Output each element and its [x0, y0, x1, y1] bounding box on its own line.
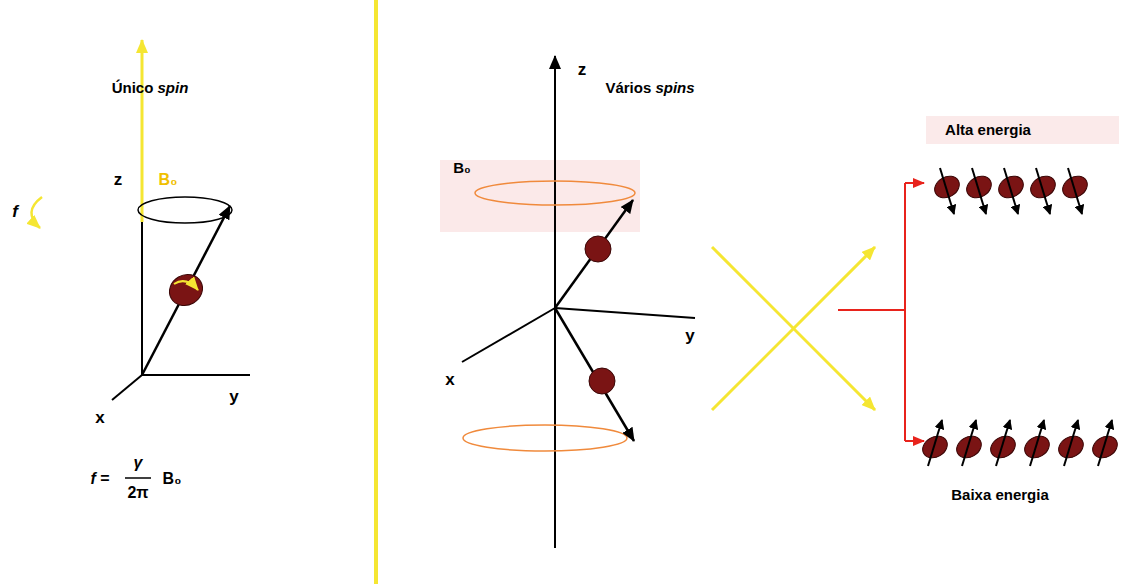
x-axis — [112, 375, 142, 400]
precession-orbit — [138, 197, 232, 223]
label-band — [926, 116, 1119, 144]
spin-arrow — [1098, 420, 1112, 466]
field-label: B₀ — [159, 171, 178, 189]
bracket-arrow — [905, 440, 924, 442]
spin-particle — [987, 432, 1020, 462]
axis-label: x — [95, 409, 104, 428]
spin-particle — [585, 236, 611, 262]
axis-label: z — [114, 171, 123, 190]
spin-glyph — [1055, 420, 1088, 466]
axis-label: y — [229, 388, 238, 407]
spin-particle — [1055, 432, 1088, 462]
bracket-line — [838, 309, 905, 311]
x-axis — [462, 308, 555, 362]
spin-particle — [1059, 172, 1092, 202]
spin-particle — [1089, 432, 1122, 462]
spin-vector — [555, 308, 634, 441]
y-axis — [142, 374, 250, 376]
z-axis — [141, 222, 143, 375]
axis-label: y — [685, 327, 694, 346]
spin-arrow — [1064, 420, 1078, 466]
spin-particle — [919, 432, 952, 462]
spin-particle — [931, 172, 964, 202]
spin-arrow — [1004, 168, 1018, 214]
z-axis — [554, 56, 556, 548]
formula-part: B₀ — [163, 470, 182, 488]
frequency-symbol: f — [12, 203, 18, 222]
y-axis — [555, 308, 695, 318]
split-arrow — [712, 247, 875, 410]
spin-particle — [589, 368, 615, 394]
precession-arrow — [31, 197, 42, 228]
spin-particle — [995, 172, 1028, 202]
field-label: B₀ — [453, 160, 471, 177]
axis-label: z — [578, 61, 587, 80]
rotation-arrow — [174, 281, 198, 290]
bracket-arrow — [905, 182, 924, 184]
spin-particle — [953, 432, 986, 462]
spin-particle — [164, 269, 208, 312]
panel-title: Vários spins — [605, 80, 694, 97]
formula-part: f = — [90, 470, 109, 488]
axis-label: x — [445, 371, 454, 390]
precession-orbit — [463, 425, 627, 451]
spin-glyph — [963, 168, 996, 214]
spin-particle — [1021, 432, 1054, 462]
spin-glyph — [1059, 168, 1092, 214]
spin-arrow — [1030, 420, 1044, 466]
bracket-line — [904, 183, 906, 441]
divider-line — [374, 0, 378, 584]
spin-arrow — [1036, 168, 1050, 214]
spin-arrow — [1068, 168, 1082, 214]
formula-part: γ — [134, 454, 143, 472]
panel-title: Único spin — [112, 80, 189, 97]
formula-part: 2π — [127, 484, 148, 502]
spin-glyph — [953, 420, 986, 466]
b0-arrow — [141, 40, 144, 222]
energy-label: Alta energia — [945, 122, 1031, 139]
spin-glyph — [919, 420, 952, 466]
spin-particle — [1027, 172, 1060, 202]
spin-arrow — [928, 420, 942, 466]
spin-glyph — [987, 420, 1020, 466]
precession-orbit — [475, 181, 635, 205]
spin-glyph — [931, 168, 964, 214]
spin-glyph — [1021, 420, 1054, 466]
energy-label: Baixa energia — [951, 487, 1049, 504]
spin-vector — [555, 200, 633, 308]
spin-groups — [919, 168, 1122, 466]
field-band — [440, 160, 640, 232]
split-arrow — [712, 247, 875, 410]
spin-arrow — [972, 168, 986, 214]
spin-arrow — [962, 420, 976, 466]
spin-arrow — [940, 168, 954, 214]
spin-glyph — [1089, 420, 1122, 466]
spin-vector — [142, 206, 230, 375]
fraction-bar — [125, 477, 151, 479]
spin-glyph — [1027, 168, 1060, 214]
spin-particle — [963, 172, 996, 202]
spin-arrow — [996, 420, 1010, 466]
spin-glyph — [995, 168, 1028, 214]
